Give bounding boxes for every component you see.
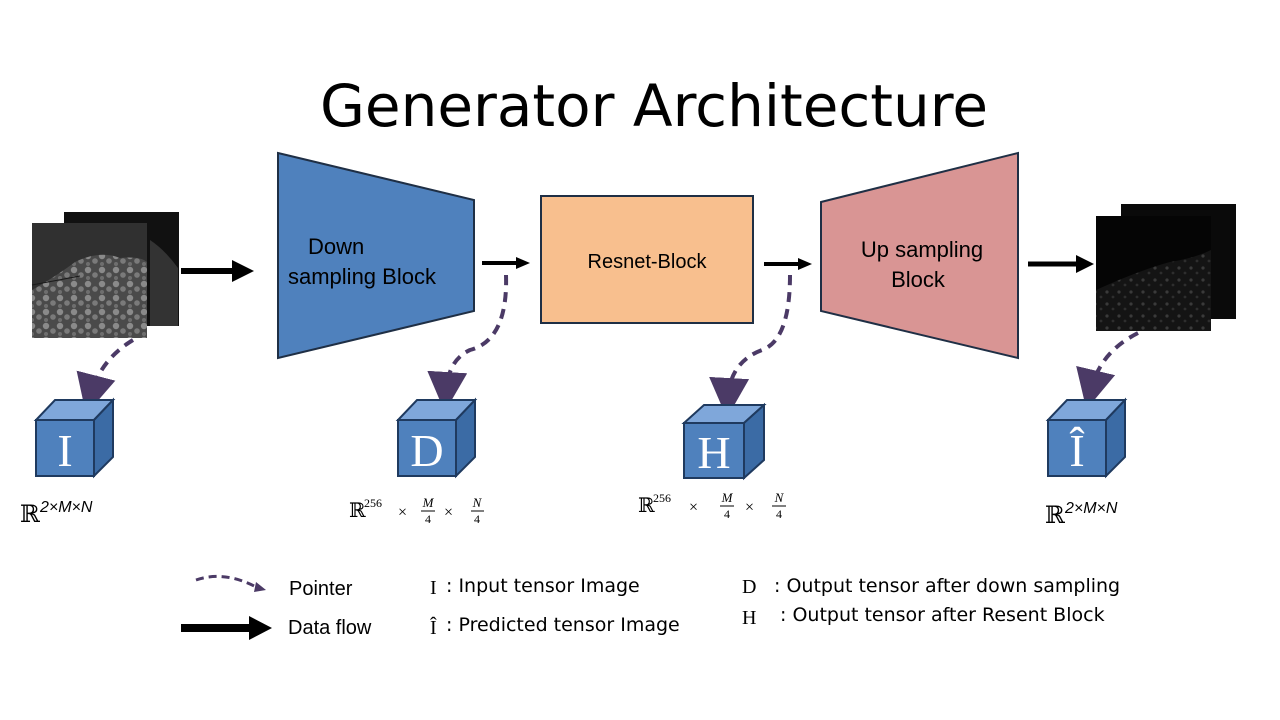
legend-h-desc: : Output tensor after Resent Block (780, 604, 1105, 626)
input-image-stack (31, 212, 179, 338)
dim-predicted: ℝ2×M×N (1045, 500, 1118, 529)
legend-pointer-label: Pointer (289, 578, 353, 600)
down-sampling-block: Down sampling Block (277, 151, 475, 360)
legend-h-symbol: H (742, 607, 756, 629)
legend-input-desc: : Input tensor Image (446, 575, 640, 597)
dim-down-n-den: 4 (474, 512, 480, 526)
diagram-title: Generator Architecture (320, 72, 988, 140)
dim-down-m-num: M (422, 495, 435, 510)
dim-down-base: ℝ (349, 500, 366, 522)
dim-down-times2: × (444, 504, 453, 521)
dim-input: ℝ2×M×N (20, 499, 93, 528)
dim-input-sup: 2×M×N (39, 499, 93, 516)
resnet-block-label: Resnet-Block (588, 251, 708, 273)
pointer-output (1076, 331, 1139, 410)
dim-resnet-n-den: 4 (776, 507, 782, 521)
dim-resnet-times1: × (689, 499, 698, 516)
dim-resnet-times2: × (745, 499, 754, 516)
cube-resnet: H (681, 402, 767, 481)
legend: Pointer Data flow I : Input tensor Image… (181, 574, 1120, 640)
dim-predicted-sup: 2×M×N (1064, 500, 1118, 517)
cube-resnet-letter: H (697, 427, 730, 478)
svg-text:ℝ2×M×N: ℝ2×M×N (1045, 500, 1118, 529)
down-block-label-line1: Down (308, 234, 364, 259)
output-image-tissue (1096, 250, 1211, 331)
up-sampling-block: Up sampling Block (820, 151, 1019, 360)
data-flow-arrows (181, 255, 1094, 282)
legend-dataflow-label: Data flow (288, 617, 372, 639)
dim-resnet-base: ℝ (638, 495, 655, 517)
up-block-label-line1: Up sampling (861, 237, 983, 262)
dim-down-m-den: 4 (425, 512, 431, 526)
pointer-resnet (709, 274, 792, 418)
legend-down-symbol: D (742, 576, 756, 598)
input-image-tissue (32, 254, 147, 338)
cube-predicted-letter: Î (1069, 425, 1084, 476)
legend-pred-symbol: Î (430, 616, 437, 639)
dim-resnet-m-num: M (721, 490, 734, 505)
cube-down: D (395, 397, 478, 479)
resnet-block: Resnet-Block (540, 195, 754, 324)
dim-resnet-n-num: N (774, 490, 785, 505)
dim-down-n-num: N (472, 495, 483, 510)
cube-down-letter: D (410, 425, 443, 476)
down-block-label-line2: sampling Block (288, 264, 437, 289)
dim-down-sup: 256 (364, 496, 382, 510)
pointer-input (76, 338, 135, 415)
pointer-curves (76, 274, 1139, 418)
up-block-label-line2: Block (891, 267, 946, 292)
output-image-stack (1096, 204, 1236, 331)
legend-pointer-icon (195, 574, 259, 590)
svg-text:ℝ2×M×N: ℝ2×M×N (20, 499, 93, 528)
pointer-down (427, 274, 509, 412)
legend-down-desc: : Output tensor after down sampling (774, 575, 1120, 597)
legend-dataflow-icon (181, 624, 253, 632)
legend-pred-desc: : Predicted tensor Image (446, 614, 680, 636)
dim-resnet-m-den: 4 (724, 507, 730, 521)
dim-input-base: ℝ (20, 502, 41, 528)
dim-down-times1: × (398, 504, 407, 521)
cube-input: I (33, 397, 116, 479)
dim-resnet-sup: 256 (653, 491, 671, 505)
dim-down: ℝ 256 × M 4 × N 4 (349, 495, 484, 526)
dim-predicted-base: ℝ (1045, 503, 1066, 529)
legend-input-symbol: I (430, 577, 437, 599)
dim-resnet: ℝ 256 × M 4 × N 4 (638, 490, 786, 521)
cube-predicted: Î (1045, 397, 1128, 479)
cube-input-letter: I (57, 425, 72, 476)
